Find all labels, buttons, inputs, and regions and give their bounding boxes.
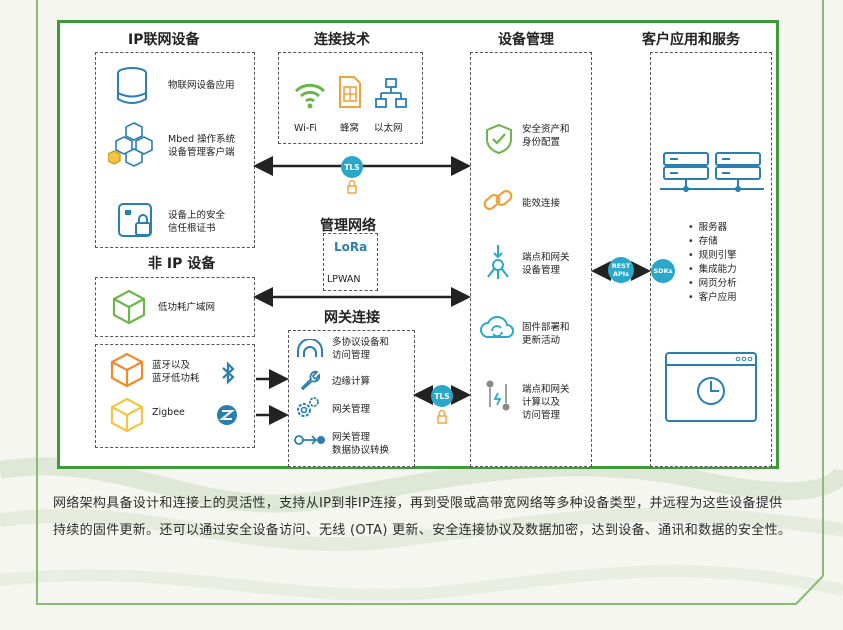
multiprotocol-icon <box>297 339 323 357</box>
gateway-box <box>288 330 415 467</box>
radio-label: 蓝牙以及 蓝牙低功耗 <box>152 360 200 384</box>
connectivity-label: 蜂窝 <box>340 123 360 134</box>
link-icon <box>483 189 513 211</box>
title-client-apps: 客户应用和服务 <box>642 32 740 48</box>
rest-api-badge: REST APIs <box>608 257 634 283</box>
secure-chip-icon <box>118 203 152 237</box>
tls-badge: TLS <box>341 156 363 178</box>
gateway-label: 多协议设备和 访问管理 <box>332 337 390 361</box>
endpoint-icon <box>487 245 509 279</box>
cylinder-device-icon <box>117 67 147 104</box>
radio-label: Zigbee <box>152 407 185 418</box>
protocol-convert-icon <box>294 435 325 445</box>
connectivity-label: 以太网 <box>374 123 403 134</box>
cloud-refresh-icon <box>480 315 514 338</box>
gateway-label: 网关管理 <box>332 404 371 415</box>
cube-green-icon <box>112 289 146 325</box>
zigbee-icon <box>217 405 237 425</box>
title-managed-net: 管理网络 <box>320 218 376 234</box>
device-mgmt-label: 端点和网关 设备管理 <box>522 252 570 276</box>
wifi-icon <box>294 83 326 109</box>
ip-item-label: 物联网设备应用 <box>168 80 235 91</box>
wrench-icon <box>300 370 320 391</box>
sim-card-icon <box>339 76 361 108</box>
service-item: 服务器 <box>688 221 737 235</box>
cube-orange-icon <box>110 352 144 388</box>
bluetooth-icon <box>222 361 235 385</box>
title-device-mgmt: 设备管理 <box>498 32 554 48</box>
device-mgmt-label: 能效连接 <box>522 198 561 209</box>
device-mgmt-label: 安全资产和 身份配置 <box>522 124 570 148</box>
gears-icon <box>297 397 319 417</box>
cube-yellow-icon <box>110 397 144 433</box>
tls-badge: TLS <box>431 385 453 407</box>
gateway-label: 网关管理 数据协议转换 <box>332 432 390 456</box>
gateway-label: 边缘计算 <box>332 376 371 387</box>
sdk-badge: SDKs <box>651 259 675 283</box>
ethernet-icon <box>375 78 407 108</box>
compute-icon <box>486 380 510 411</box>
service-item: 存储 <box>688 235 737 249</box>
ip-item-label: 设备上的安全 信任根证书 <box>168 210 226 234</box>
device-mgmt-label: 端点和网关 计算以及 访问管理 <box>522 384 570 421</box>
shield-check-icon <box>486 123 512 155</box>
title-non-ip: 非 IP 设备 <box>148 256 216 272</box>
ip-item-label: Mbed 操作系统 设备管理客户端 <box>168 134 236 158</box>
managed-net-box <box>323 233 378 291</box>
frame-border-left <box>36 0 38 605</box>
title-connectivity: 连接技术 <box>314 32 370 48</box>
browser-window-icon <box>665 352 757 422</box>
device-mgmt-label: 固件部署和 更新活动 <box>522 322 570 346</box>
diagram-caption: 网络架构具备设计和连接上的灵活性，支持从IP到非IP连接，再到受限或高带宽网络等… <box>53 496 792 538</box>
service-item: 规则引擎 <box>688 249 737 263</box>
servers-icon <box>660 152 764 192</box>
title-gateway: 网关连接 <box>324 310 380 326</box>
lpwan-label: LPWAN <box>327 274 361 285</box>
lora-logo: LoRa <box>334 240 368 254</box>
services-list: 服务器 存储 规则引擎 集成能力 网页分析 客户应用 <box>688 221 737 305</box>
service-item: 网页分析 <box>688 277 737 291</box>
architecture-diagram: IP联网设备 连接技术 设备管理 客户应用和服务 非 IP 设备 管理网络 网关… <box>57 20 779 469</box>
connectivity-label: Wi-Fi <box>294 123 317 134</box>
service-item: 客户应用 <box>688 291 737 305</box>
non-ip-label: 低功耗广域网 <box>158 302 216 313</box>
title-ip-devices: IP联网设备 <box>128 32 200 48</box>
cubes-icon <box>108 122 153 167</box>
service-item: 集成能力 <box>688 263 737 277</box>
